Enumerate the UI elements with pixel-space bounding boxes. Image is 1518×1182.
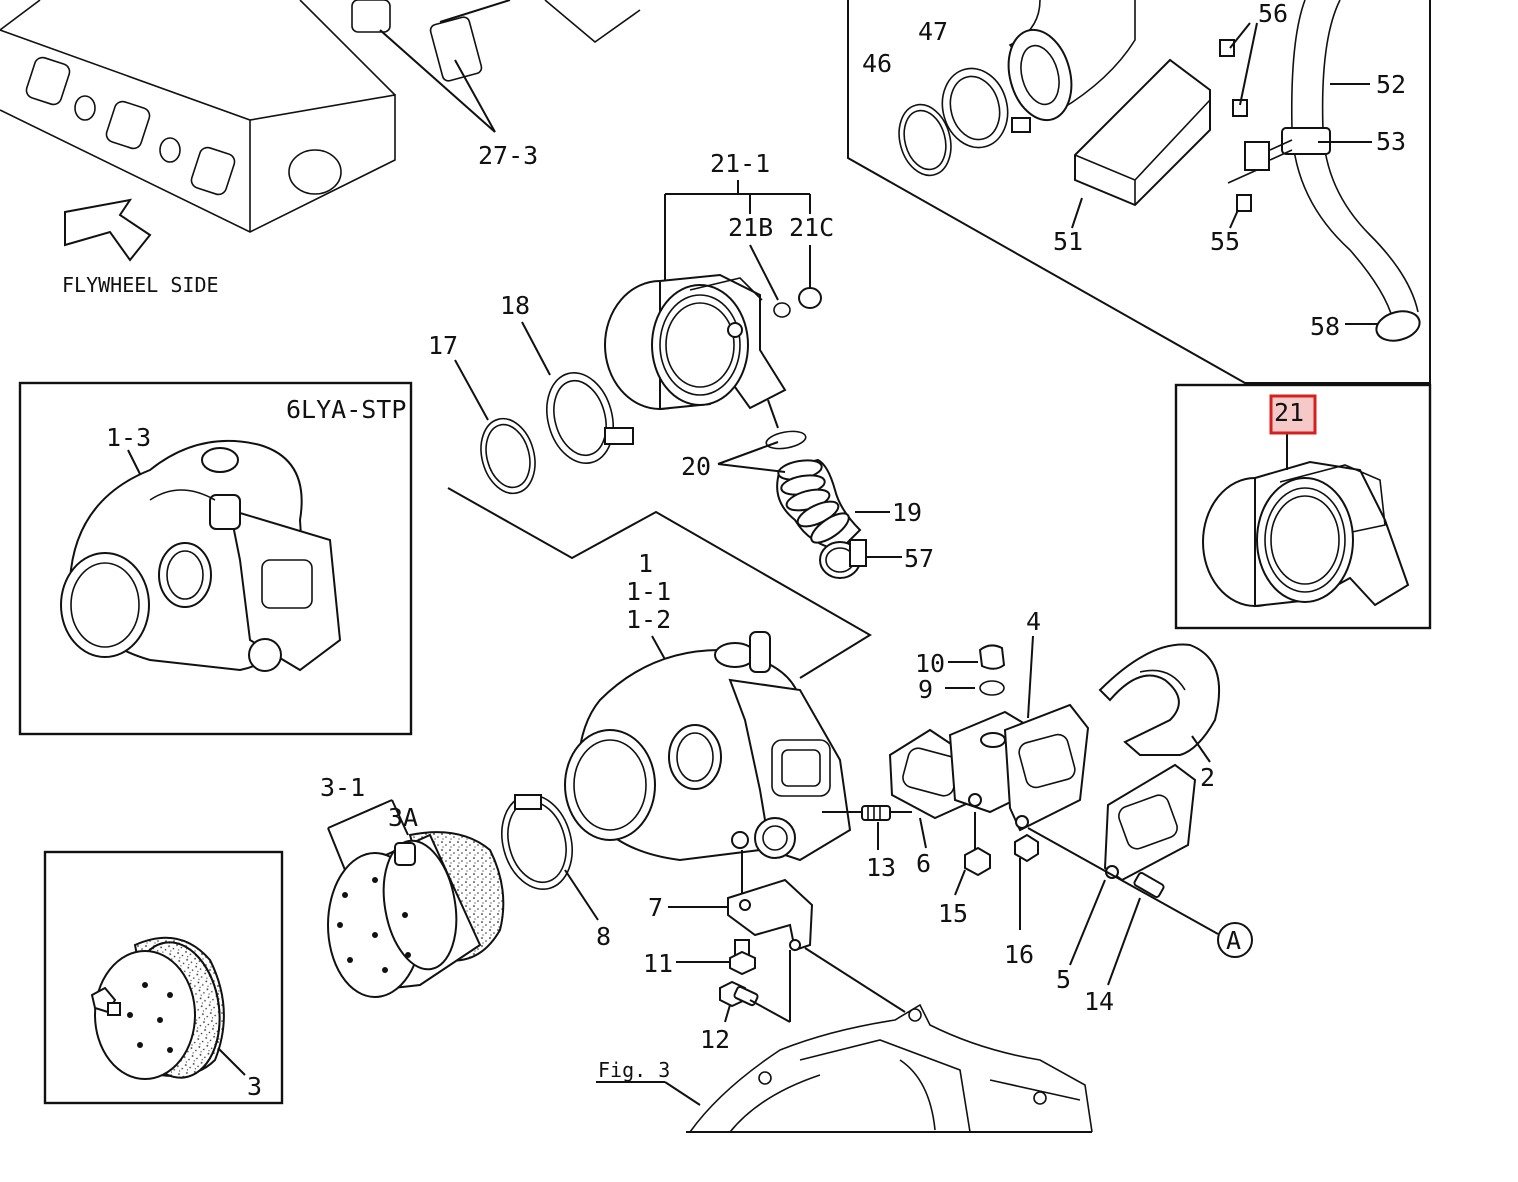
label-11: 11: [643, 949, 673, 978]
air-duct-inset: [847, 0, 1431, 384]
compressor-cover-21-drawing: [1202, 432, 1410, 608]
label-1-2: 1-2: [626, 605, 671, 634]
label-10: 10: [915, 649, 945, 678]
label-9: 9: [918, 675, 933, 704]
label-46: 46: [862, 49, 892, 78]
label-4: 4: [1026, 607, 1041, 636]
label-3A: 3A: [388, 803, 418, 832]
exhaust-manifold-drawing: [0, 0, 641, 233]
compressor-housing-21-1: [604, 180, 822, 429]
exhaust-elbow-assembly: [822, 635, 1221, 986]
flywheel-arrow-icon: [64, 198, 152, 262]
label-5: 5: [1056, 965, 1071, 994]
label-1-1: 1-1: [626, 577, 671, 606]
label-58: 58: [1310, 312, 1340, 341]
label-56: 56: [1258, 0, 1288, 28]
label-21C: 21C: [789, 213, 834, 242]
label-1: 1: [638, 549, 653, 578]
hose-19-20-57: [717, 430, 902, 579]
label-6: 6: [916, 849, 931, 878]
bracket-7-bolts: [668, 850, 906, 1023]
turbo-6lya-stp-drawing: [60, 439, 342, 672]
silencer-3-1-drawing: [327, 794, 599, 998]
label-21B: 21B: [728, 213, 773, 242]
flywheel-housing-drawing: [596, 1003, 1093, 1133]
svg-text:A: A: [1226, 926, 1241, 955]
label-3: 3: [247, 1072, 262, 1101]
label-51: 51: [1053, 227, 1083, 256]
label-3-1: 3-1: [320, 773, 365, 802]
label-52: 52: [1376, 70, 1406, 99]
label-55: 55: [1210, 227, 1240, 256]
label-12: 12: [700, 1025, 730, 1054]
label-14: 14: [1084, 987, 1114, 1016]
label-20: 20: [681, 452, 711, 481]
label-8: 8: [596, 922, 611, 951]
label-16: 16: [1004, 940, 1034, 969]
label-47: 47: [918, 17, 948, 46]
highlight-box-21[interactable]: [1269, 394, 1317, 435]
label-21-1: 21-1: [710, 149, 770, 178]
fig-3-label: Fig. 3: [598, 1058, 670, 1082]
label-57: 57: [904, 544, 934, 573]
label-27-3: 27-3: [478, 141, 538, 170]
label-18: 18: [500, 291, 530, 320]
label-7: 7: [648, 893, 663, 922]
label-19: 19: [892, 498, 922, 527]
gasket-27-3-leaders: [379, 0, 511, 133]
label-21[interactable]: 21: [1274, 398, 1304, 427]
clamp-18-ring-17: [447, 321, 872, 679]
label-53: 53: [1376, 127, 1406, 156]
flywheel-side-label: FLYWHEEL SIDE: [62, 273, 219, 297]
silencer-3-drawing: [90, 936, 246, 1080]
label-17: 17: [428, 331, 458, 360]
label-2: 2: [1200, 763, 1215, 792]
label-13: 13: [866, 853, 896, 882]
model-label: 6LYA-STP: [286, 395, 406, 424]
label-1-3: 1-3: [106, 423, 151, 452]
reference-a-marker: A: [1217, 922, 1253, 958]
label-15: 15: [938, 899, 968, 928]
turbocharger-main-drawing: [564, 631, 852, 862]
